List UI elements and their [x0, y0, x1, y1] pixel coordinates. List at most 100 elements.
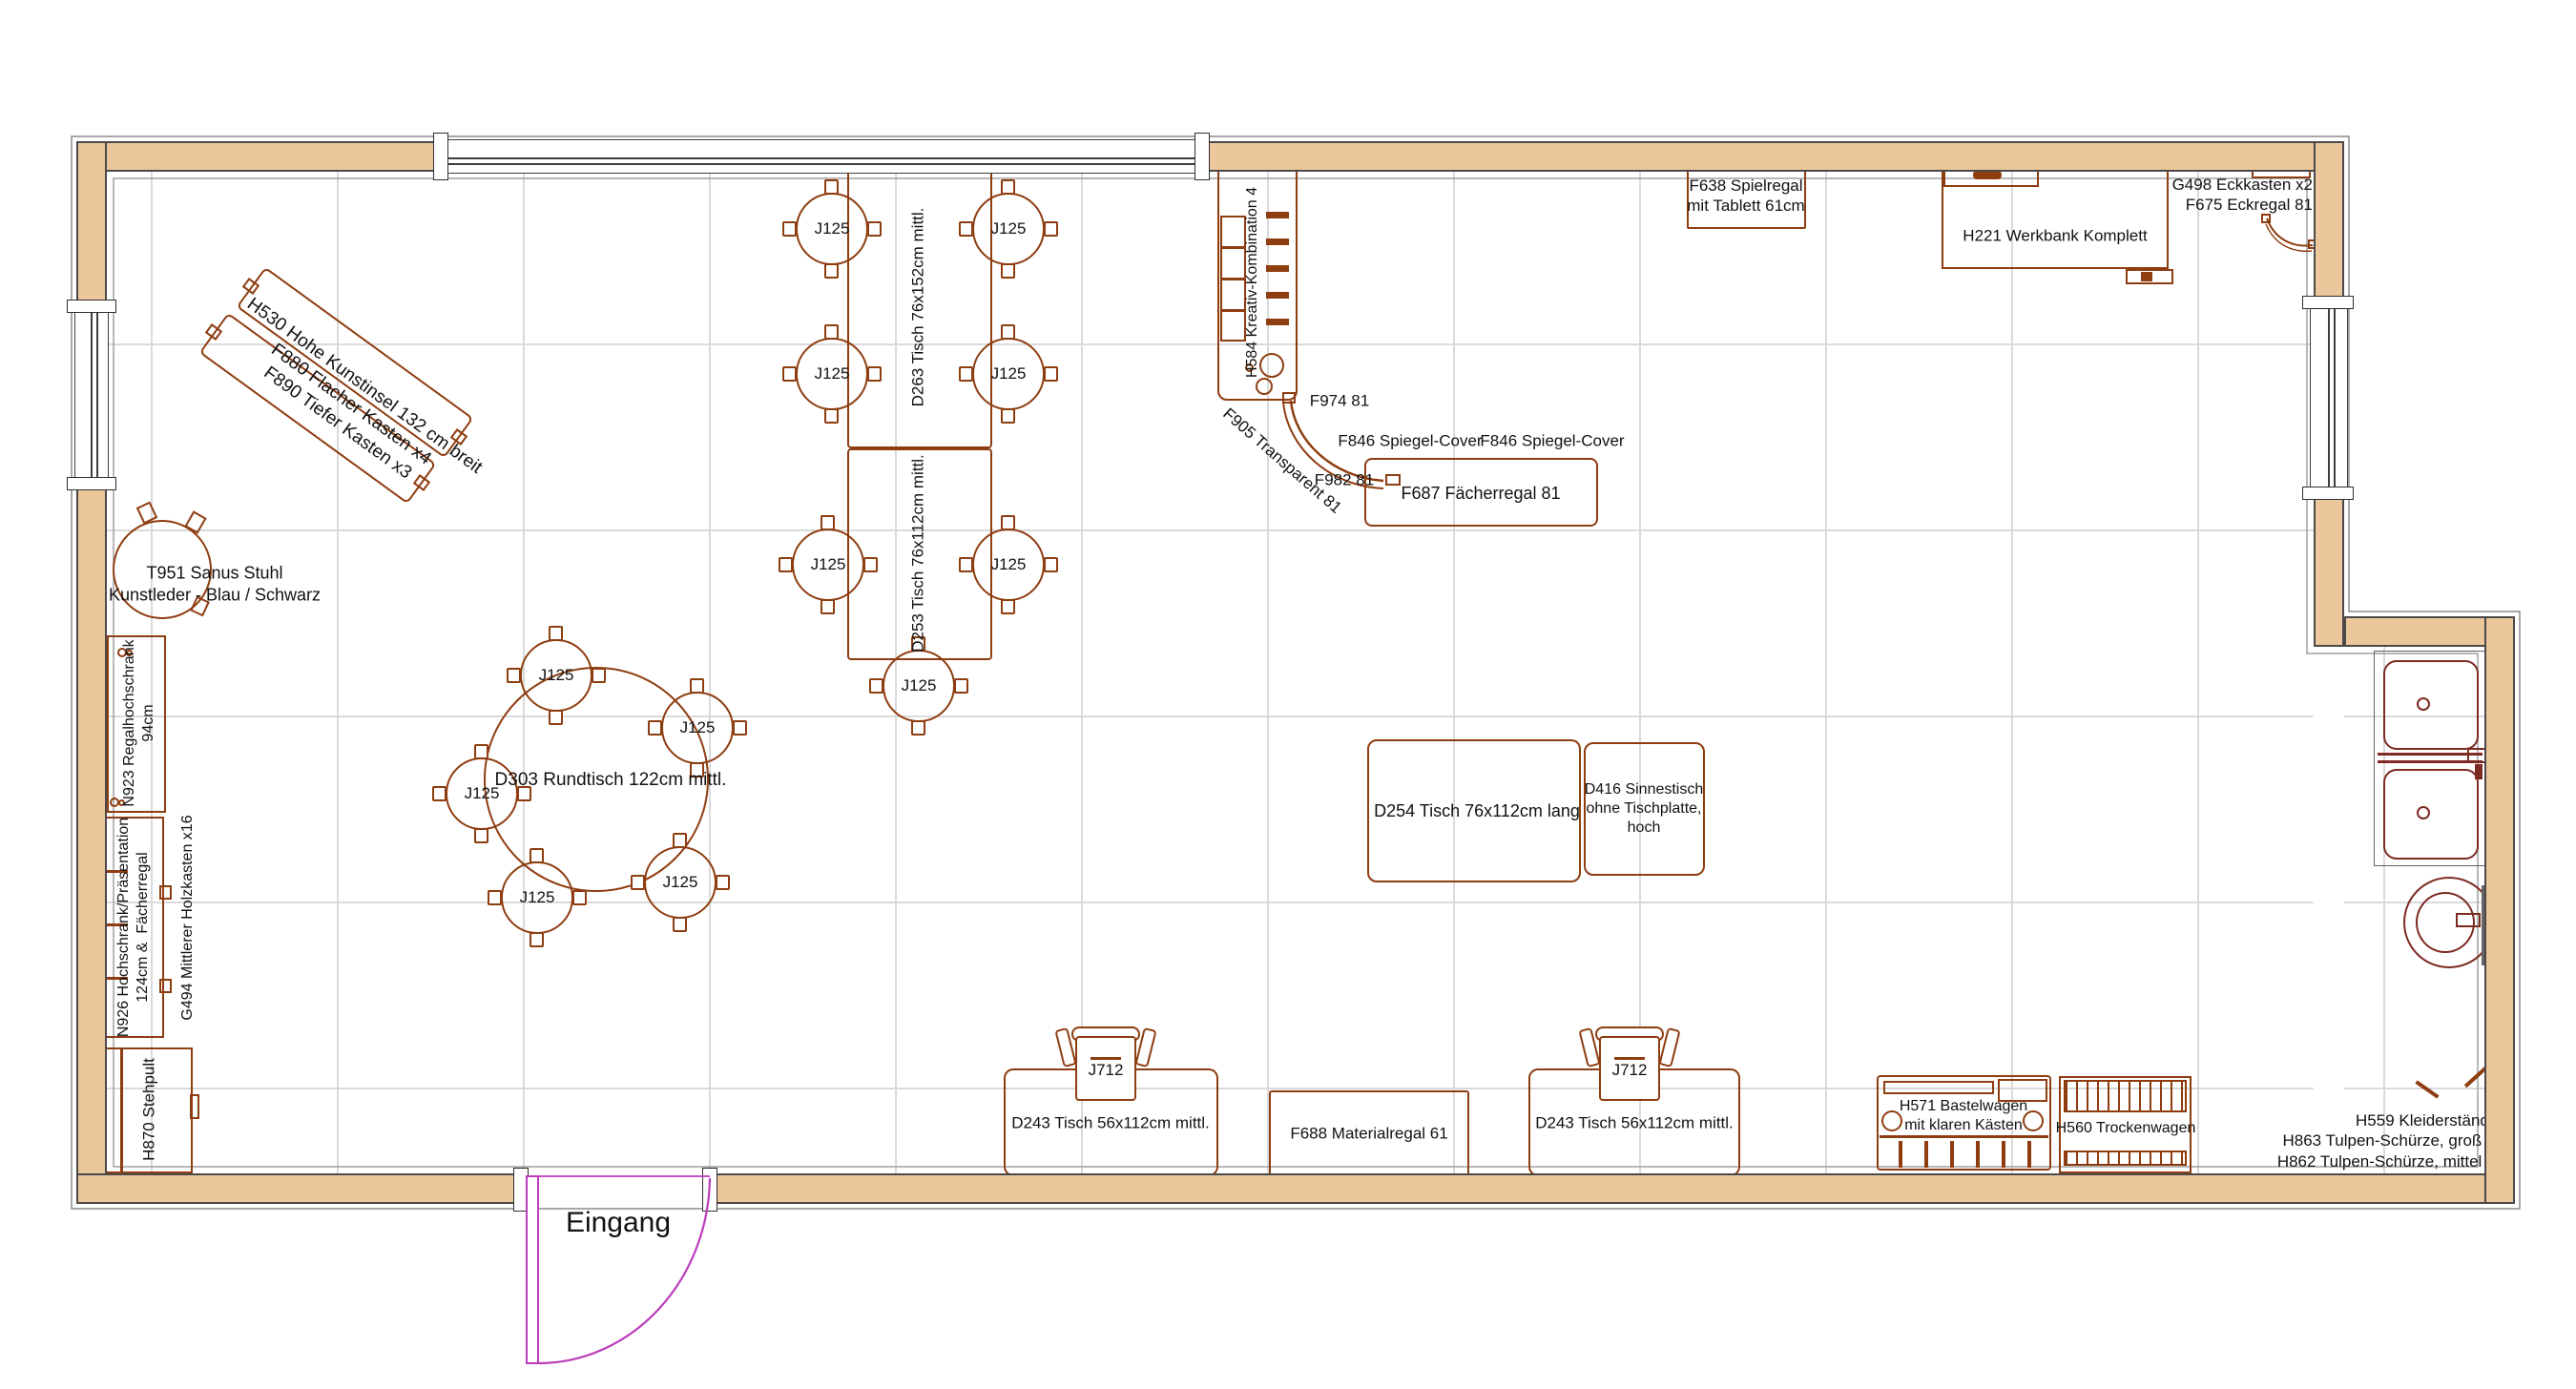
window-cap — [67, 477, 116, 490]
chair-j125: J125 — [501, 861, 573, 934]
f905-connector — [1385, 474, 1401, 486]
window-top — [445, 139, 1198, 174]
chair-leg — [824, 324, 839, 340]
h584-bar — [1266, 319, 1289, 325]
chair-leg — [911, 720, 925, 736]
label-h584: H584 Kreativ-Kombination 4 — [1243, 187, 1262, 378]
chair-leg — [824, 408, 839, 424]
chair-leg — [673, 917, 687, 932]
chair-label: J125 — [680, 718, 716, 737]
h584-bar — [1266, 238, 1289, 245]
chair-leg — [572, 890, 587, 905]
chair-leg — [824, 263, 839, 279]
chair-j712: J712 — [1582, 1026, 1677, 1105]
chair-leg — [1001, 599, 1015, 614]
chair-leg — [474, 828, 488, 843]
grid-line — [709, 172, 711, 1173]
chair-leg — [824, 179, 839, 195]
label-f982: F982 81 — [1315, 469, 1374, 489]
label-f688: F688 Materialregal 61 — [1290, 1123, 1447, 1143]
sink-tap — [2467, 748, 2486, 763]
chair-seat-line — [1614, 1057, 1645, 1060]
grid-line — [107, 529, 2314, 531]
chair-leg — [867, 221, 882, 237]
chair-label: J125 — [991, 555, 1027, 574]
h571-slot — [1950, 1141, 1954, 1168]
label-d243-1: D243 Tisch 56x112cm mittl. — [1011, 1112, 1210, 1132]
chair-label: J125 — [520, 888, 555, 907]
chair-label: J125 — [815, 219, 850, 238]
chair-leg — [549, 710, 563, 725]
grid-line — [2197, 172, 2199, 1173]
door-leaf — [526, 1175, 539, 1364]
label-d254: D254 Tisch 76x112cm lang — [1374, 800, 1580, 822]
grid-line — [1639, 172, 1641, 1173]
chair-leg — [549, 626, 563, 641]
chair-j125: J125 — [796, 338, 868, 410]
grid-line — [1081, 172, 1083, 1173]
chair-leg — [1001, 324, 1015, 340]
sink-basin — [2383, 660, 2479, 750]
label-f974: F974 81 — [1310, 390, 1369, 410]
grid-line — [1825, 172, 1827, 1173]
h584-circle — [1256, 378, 1273, 395]
chair-leg — [1001, 263, 1015, 279]
chair-leg — [690, 678, 704, 694]
h584-shelf-line — [1220, 246, 1246, 249]
chair-leg — [1001, 179, 1015, 195]
chair-j125: J125 — [796, 193, 868, 265]
chair-label: J125 — [815, 364, 850, 384]
chair-label: J712 — [1612, 1061, 1648, 1080]
chair-label: J125 — [539, 666, 574, 685]
h584-shelf-line — [1220, 278, 1246, 280]
grid-line — [107, 902, 2314, 903]
chair-leg — [863, 557, 878, 572]
door-jamb — [702, 1168, 717, 1212]
label-g494: G494 Mittlerer Holzkasten x16 — [178, 815, 197, 1020]
label-f846-1: F846 Spiegel-Cover — [1338, 430, 1482, 450]
sink-basin — [2383, 769, 2479, 860]
chair-leg — [1001, 515, 1015, 530]
h560-grid — [2064, 1151, 2187, 1166]
window-glazing — [2334, 304, 2336, 491]
chair-label: J712 — [1089, 1061, 1124, 1080]
chair-label: J125 — [991, 219, 1027, 238]
chair-j712: J712 — [1058, 1026, 1153, 1105]
grid-line — [2011, 172, 2013, 1173]
chair-j125: J125 — [972, 193, 1045, 265]
chair-leg — [779, 557, 793, 572]
window-cap — [2302, 487, 2354, 500]
chair-leg — [782, 221, 797, 237]
chair-leg — [959, 557, 973, 572]
chair-j125: J125 — [972, 338, 1045, 410]
chair-leg — [869, 678, 883, 694]
h221-foot-box — [2141, 272, 2152, 281]
chair-leg — [530, 932, 544, 947]
h870-line — [120, 1049, 123, 1171]
chair-leg — [592, 668, 606, 683]
sink-drain — [2417, 806, 2430, 819]
chair-leg — [1044, 366, 1058, 382]
window-glazing — [446, 157, 1197, 159]
chair-j125: J125 — [520, 639, 592, 712]
window-cap — [2302, 296, 2354, 309]
label-f846-2: F846 Spiegel-Cover — [1480, 430, 1624, 450]
grid-line — [107, 715, 2314, 717]
chair-leg — [631, 875, 645, 890]
sink-drain — [2417, 697, 2430, 711]
chair-j125: J125 — [972, 529, 1045, 601]
chair-leg — [530, 848, 544, 863]
entrance-label: Eingang — [566, 1207, 671, 1239]
floor-grid-main — [107, 172, 2314, 1173]
chair-leg — [782, 366, 797, 382]
h584-circle — [1259, 353, 1284, 378]
h571-slot — [1976, 1141, 1980, 1168]
h571-slot — [2002, 1141, 2005, 1168]
chair-seat-line — [1091, 1057, 1121, 1060]
label-f687: F687 Fächerregal 81 — [1401, 483, 1560, 505]
h571-slot — [1924, 1141, 1928, 1168]
grid-line — [2344, 1088, 2484, 1089]
window-cap — [433, 133, 448, 180]
chair-leg — [673, 833, 687, 848]
